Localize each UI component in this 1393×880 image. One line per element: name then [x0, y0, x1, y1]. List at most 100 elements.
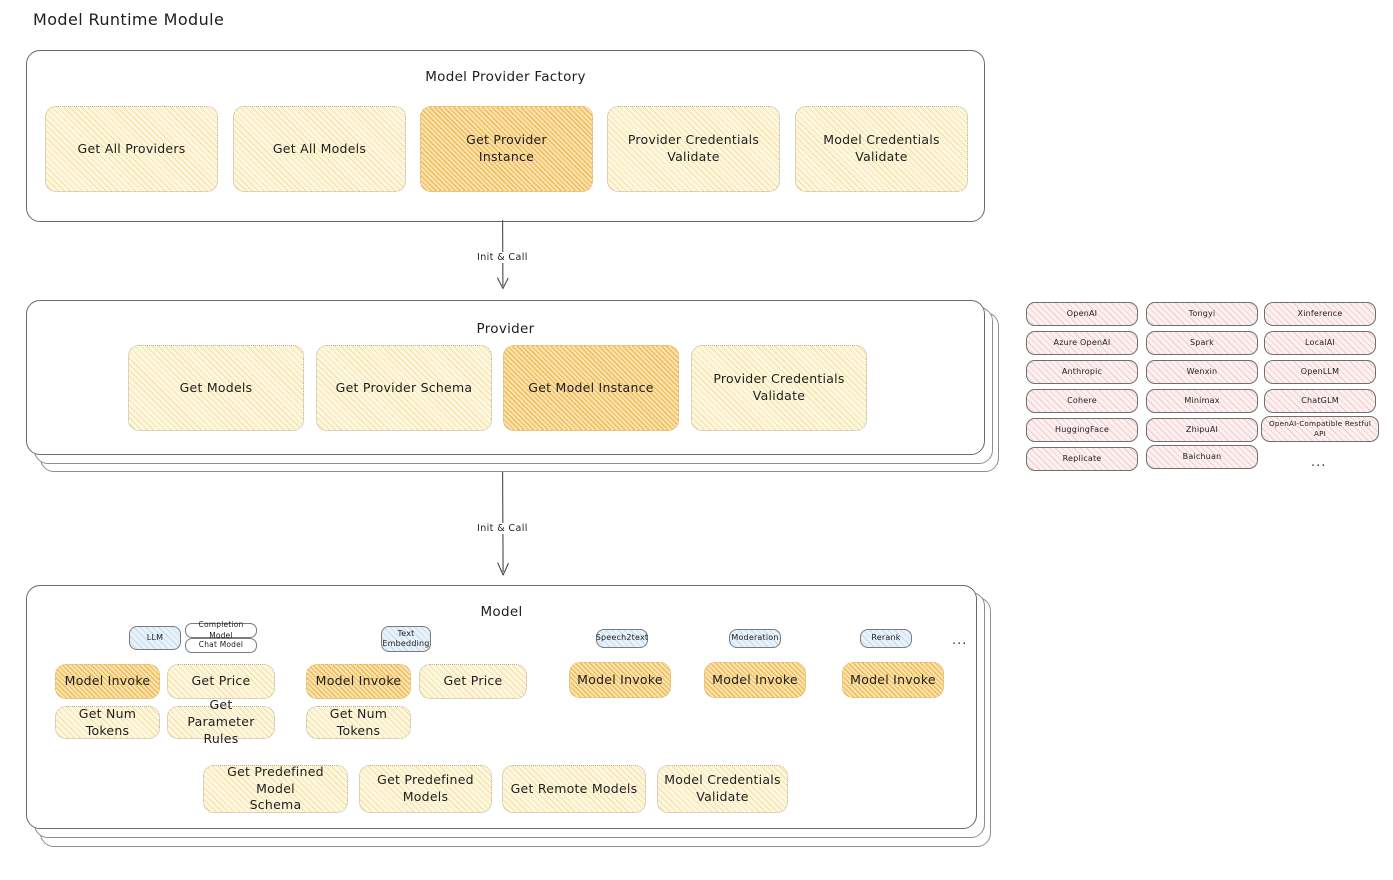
- provider-chip-label: HuggingFace: [1055, 424, 1109, 434]
- provider-chip-label: Spark: [1190, 337, 1214, 347]
- node-label: Get Price: [443, 673, 503, 689]
- provider-chip-openai-compatible-restful-api[interactable]: OpenAI-Compatible Restful API: [1261, 416, 1379, 442]
- node-label: Get Price: [191, 673, 251, 689]
- node-label: Get Num Tokens: [78, 705, 137, 738]
- arrow-provider-to-model: [497, 472, 509, 576]
- model-provider-factory-title: Model Provider Factory: [425, 69, 586, 85]
- provider-chip-label: OpenLLM: [1300, 366, 1340, 376]
- provider-chip-label: OpenAI: [1066, 308, 1098, 318]
- node-label: Get Provider Instance: [466, 132, 547, 164]
- provider-chip-label: Minimax: [1184, 395, 1220, 405]
- node-label: Provider Credentials Validate: [627, 132, 760, 164]
- provider-chip-spark[interactable]: Spark: [1146, 331, 1258, 355]
- node-get-remote-models[interactable]: Get Remote Models: [502, 765, 646, 813]
- node-llm-get-num-tokens[interactable]: Get Num Tokens: [55, 706, 160, 739]
- node-moderation-model-invoke[interactable]: Model Invoke: [704, 662, 806, 698]
- provider-chip-label: Azure OpenAI: [1053, 337, 1111, 347]
- model-type-label: Moderation: [731, 633, 779, 643]
- provider-chip-anthropic[interactable]: Anthropic: [1026, 360, 1138, 384]
- node-label: Provider Credentials Validate: [713, 371, 845, 403]
- node-label: Get Predefined Models: [377, 772, 474, 804]
- model-type-label: Text Embedding: [382, 629, 430, 648]
- node-label: Model Invoke: [850, 671, 936, 687]
- provider-chip-wenxin[interactable]: Wenxin: [1146, 360, 1258, 384]
- arrow-label-init-and-call-1: Init & Call: [473, 252, 532, 263]
- provider-chip-label: ZhipuAI: [1185, 424, 1219, 434]
- arrow-label-init-and-call-2: Init & Call: [473, 523, 532, 534]
- model-type-tag-llm[interactable]: LLM: [129, 626, 181, 650]
- node-get-all-models[interactable]: Get All Models: [233, 106, 406, 192]
- provider-title: Provider: [476, 321, 535, 337]
- node-text-embedding-model-invoke[interactable]: Model Invoke: [306, 664, 411, 699]
- node-get-predefined-model-schema[interactable]: Get Predefined Model Schema: [203, 764, 348, 813]
- model-title: Model: [480, 604, 523, 620]
- node-model-credentials-validate-3[interactable]: Model Credentials Validate: [657, 765, 788, 813]
- provider-chip-label: Anthropic: [1061, 366, 1103, 376]
- model-type-label: LLM: [146, 632, 164, 642]
- node-label: Get Remote Models: [510, 780, 638, 796]
- provider-chip-label: Xinference: [1297, 308, 1343, 318]
- provider-chip-minimax[interactable]: Minimax: [1146, 389, 1258, 413]
- node-label: Get Models: [179, 379, 253, 395]
- model-type-tag-speech2text[interactable]: Speech2text: [596, 629, 648, 648]
- node-label: Get All Providers: [77, 140, 186, 156]
- model-types-more-ellipsis: ...: [952, 633, 968, 648]
- node-text-embedding-get-price[interactable]: Get Price: [419, 664, 527, 699]
- provider-chip-localai[interactable]: LocalAI: [1264, 331, 1376, 355]
- node-rerank-model-invoke[interactable]: Model Invoke: [842, 662, 944, 698]
- provider-chip-replicate[interactable]: Replicate: [1026, 447, 1138, 471]
- provider-chip-label: Cohere: [1067, 395, 1097, 405]
- provider-chip-label: Wenxin: [1186, 366, 1218, 376]
- node-get-models[interactable]: Get Models: [128, 345, 304, 431]
- provider-chip-azure-openai[interactable]: Azure OpenAI: [1026, 331, 1138, 355]
- provider-chip-openllm[interactable]: OpenLLM: [1264, 360, 1376, 384]
- node-llm-get-price[interactable]: Get Price: [167, 664, 275, 699]
- node-llm-get-parameter-rules[interactable]: Get Parameter Rules: [167, 697, 275, 746]
- node-llm-model-invoke[interactable]: Model Invoke: [55, 664, 160, 699]
- node-get-model-instance[interactable]: Get Model Instance: [503, 345, 679, 431]
- provider-chip-label: LocalAI: [1305, 337, 1335, 347]
- node-label: Get Provider Schema: [335, 379, 473, 395]
- node-label: Get Model Instance: [528, 379, 654, 395]
- node-label: Model Invoke: [712, 671, 798, 687]
- model-type-label: Rerank: [871, 633, 901, 643]
- node-label: Model Invoke: [577, 671, 663, 687]
- model-type-tag-rerank[interactable]: Rerank: [860, 629, 912, 648]
- node-get-provider-instance[interactable]: Get Provider Instance: [420, 106, 593, 192]
- model-subtag-label: Chat Model: [198, 640, 244, 650]
- provider-chip-baichuan[interactable]: Baichuan: [1146, 445, 1258, 469]
- page-title: Model Runtime Module: [33, 10, 225, 29]
- node-get-all-providers[interactable]: Get All Providers: [45, 106, 218, 192]
- node-provider-credentials-validate[interactable]: Provider Credentials Validate: [607, 106, 780, 192]
- node-label: Get Num Tokens: [329, 705, 388, 738]
- model-type-tag-text-embedding[interactable]: Text Embedding: [381, 626, 431, 652]
- node-text-embedding-get-num-tokens[interactable]: Get Num Tokens: [306, 706, 411, 739]
- node-model-credentials-validate[interactable]: Model Credentials Validate: [795, 106, 968, 192]
- provider-chip-cohere[interactable]: Cohere: [1026, 389, 1138, 413]
- model-subtag-label: Completion Model: [198, 620, 244, 640]
- node-label: Model Invoke: [64, 673, 151, 689]
- provider-chip-zhipuai[interactable]: ZhipuAI: [1146, 418, 1258, 442]
- node-label: Model Credentials Validate: [823, 132, 940, 164]
- provider-chip-label: Replicate: [1062, 453, 1102, 463]
- node-label: Get All Models: [272, 140, 367, 156]
- model-subtag-chat-model[interactable]: Chat Model: [185, 638, 257, 653]
- provider-chip-label: Baichuan: [1182, 451, 1222, 461]
- node-get-provider-schema[interactable]: Get Provider Schema: [316, 345, 492, 431]
- provider-chip-tongyi[interactable]: Tongyi: [1146, 302, 1258, 326]
- node-label: Model Credentials Validate: [664, 772, 781, 804]
- provider-chip-label: Tongyi: [1188, 308, 1216, 318]
- model-type-tag-moderation[interactable]: Moderation: [729, 629, 781, 648]
- node-speech2text-model-invoke[interactable]: Model Invoke: [569, 662, 671, 698]
- provider-chip-huggingface[interactable]: HuggingFace: [1026, 418, 1138, 442]
- model-subtag-completion-model[interactable]: Completion Model: [185, 620, 257, 640]
- provider-chip-chatglm[interactable]: ChatGLM: [1264, 389, 1376, 413]
- node-get-predefined-models[interactable]: Get Predefined Models: [359, 765, 492, 813]
- provider-list-more-ellipsis: ...: [1311, 455, 1327, 470]
- node-label: Model Invoke: [315, 673, 402, 689]
- model-type-label: Speech2text: [595, 633, 649, 643]
- provider-chip-openai[interactable]: OpenAI: [1026, 302, 1138, 326]
- provider-chip-xinference[interactable]: Xinference: [1264, 302, 1376, 326]
- node-provider-credentials-validate-2[interactable]: Provider Credentials Validate: [691, 345, 867, 431]
- node-label: Get Parameter Rules: [187, 697, 255, 746]
